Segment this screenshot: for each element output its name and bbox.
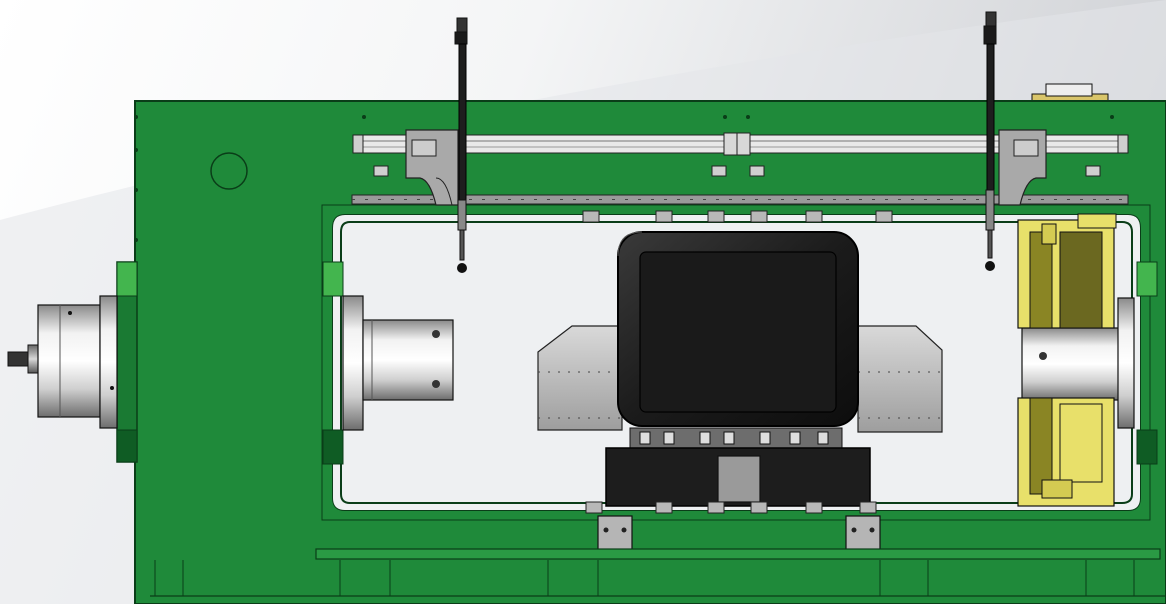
left-actuator-rod — [454, 17, 468, 273]
lower-black-base — [605, 447, 871, 507]
cable-chain-track — [351, 194, 1129, 205]
right-actuator-rod — [983, 11, 997, 271]
bottom-mounting-brackets — [597, 515, 881, 551]
central-support-plate — [537, 325, 943, 433]
yellow-clamp-assembly — [1017, 213, 1117, 507]
left-side-plate — [116, 261, 1158, 465]
right-carriage — [998, 129, 1047, 206]
left-inner-spindle — [342, 295, 454, 431]
right-inner-spindle — [1021, 297, 1135, 429]
lower-gear-strip — [629, 427, 843, 449]
central-black-housing — [617, 231, 859, 427]
top-clamp-tabs — [582, 210, 893, 223]
bottom-clamp-tabs — [585, 501, 877, 514]
frame-bolt-holes — [134, 115, 1114, 242]
frame-port-circle — [210, 152, 248, 190]
left-carriage — [405, 129, 459, 206]
left-outer-spindle — [7, 295, 118, 429]
base-rail — [150, 548, 1166, 597]
